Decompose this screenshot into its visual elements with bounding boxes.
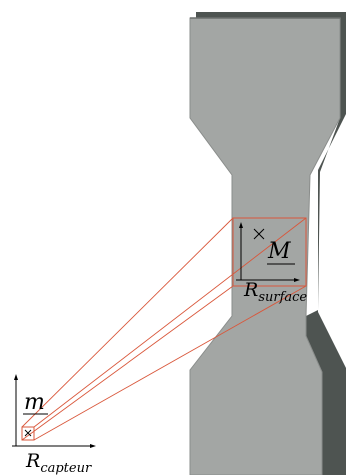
specimen-front-face (189, 17, 341, 475)
surface-axis-y-arrow (239, 222, 243, 228)
surface-region-box (232, 217, 307, 287)
sensor-frame-subscript: capteur (40, 461, 92, 475)
sensor-point-marker (24, 429, 32, 437)
surface-point-label: M (267, 239, 291, 264)
surface-point-marker (253, 228, 265, 240)
sensor-point-label: m (24, 390, 45, 415)
projection-line-top-left (21, 217, 234, 428)
sensor-frame-label: Rcapteur (25, 450, 92, 475)
sensor-axis-y-arrow (14, 374, 18, 380)
projection-line-bottom-right (33, 285, 307, 441)
projection-lines (21, 217, 307, 441)
surface-axis-x-arrow (294, 278, 300, 282)
sensor-region-box (21, 426, 35, 441)
surface-frame-label: Rsurface (243, 279, 307, 305)
projection-line-top-right (33, 217, 307, 428)
surface-frame-axes (236, 222, 300, 282)
projection-line-bottom-left (21, 285, 234, 441)
sensor-frame-axes (12, 374, 96, 448)
sensor-axis-x-arrow (90, 444, 96, 448)
specimen-shadow-face (196, 12, 346, 475)
surface-frame-subscript: surface (258, 290, 307, 305)
specimen (189, 12, 346, 475)
